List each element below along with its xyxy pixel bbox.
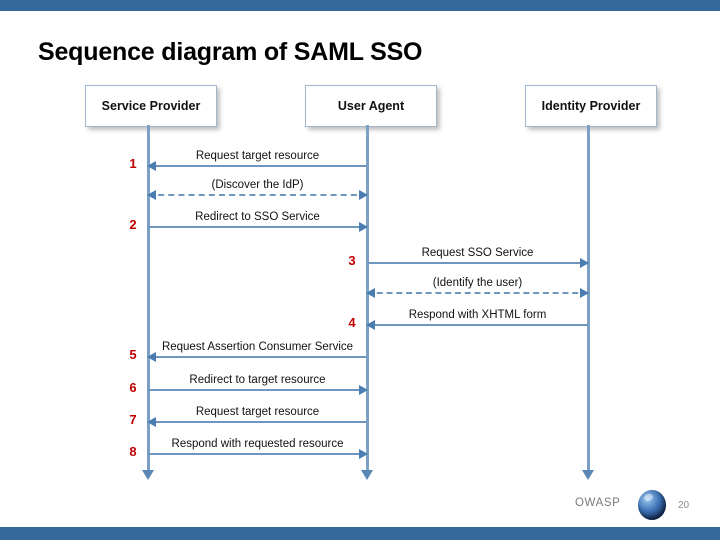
- step-number: 3: [348, 253, 356, 268]
- step-number: 8: [129, 444, 137, 459]
- arrow-left-icon: [147, 161, 156, 171]
- actor-label-service-provider: Service Provider: [101, 99, 201, 113]
- lifeline-identity-provider: [587, 125, 590, 473]
- owasp-brand-text: OWASP: [575, 497, 621, 509]
- arrow-right-icon: [359, 449, 368, 459]
- step-number: 2: [129, 217, 137, 232]
- arrow-left-icon: [147, 417, 156, 427]
- message-row[interactable]: Request target resource: [147, 397, 367, 427]
- message-label: (Identify the user): [432, 277, 523, 289]
- message-row[interactable]: (Discover the IdP): [147, 170, 368, 200]
- actor-label-user-agent: User Agent: [337, 99, 405, 113]
- actor-box-service-provider[interactable]: Service Provider: [85, 85, 217, 127]
- arrow-right-icon: [359, 222, 368, 232]
- page-title: Sequence diagram of SAML SSO: [38, 38, 423, 66]
- message-row[interactable]: Request Assertion Consumer Service: [147, 332, 367, 362]
- message-label: Redirect to target resource: [189, 374, 326, 386]
- message-label: Respond with requested resource: [171, 438, 344, 450]
- lifeline-end-arrow-icon: [582, 470, 594, 480]
- arrow-right-icon: [359, 190, 368, 200]
- owasp-globe-icon: [638, 490, 666, 520]
- lifeline-user-agent: [366, 125, 369, 473]
- message-row[interactable]: Redirect to SSO Service: [148, 202, 368, 232]
- top-accent-bar: [0, 0, 720, 11]
- message-line: [148, 389, 367, 391]
- page-number: 20: [678, 500, 690, 511]
- message-line: [148, 165, 367, 167]
- lifeline-service-provider: [147, 125, 150, 473]
- sequence-diagram: Service Provider User Agent Identity Pro…: [85, 85, 657, 480]
- message-row[interactable]: Request SSO Service: [367, 238, 589, 268]
- lifeline-end-arrow-icon: [361, 470, 373, 480]
- message-line: [148, 356, 367, 358]
- arrow-left-icon: [366, 288, 375, 298]
- message-row[interactable]: Redirect to target resource: [148, 365, 368, 395]
- arrow-left-icon: [366, 320, 375, 330]
- message-line: [367, 324, 588, 326]
- message-line: [367, 262, 588, 264]
- message-label: Request target resource: [195, 150, 320, 162]
- arrow-left-icon: [147, 190, 156, 200]
- actor-box-user-agent[interactable]: User Agent: [305, 85, 437, 127]
- message-label: (Discover the IdP): [211, 179, 304, 191]
- message-label: Request SSO Service: [421, 247, 534, 259]
- message-label: Redirect to SSO Service: [195, 211, 320, 223]
- step-number: 4: [348, 315, 356, 330]
- actor-box-identity-provider[interactable]: Identity Provider: [525, 85, 657, 127]
- arrow-right-icon: [580, 288, 589, 298]
- message-row[interactable]: (Identify the user): [366, 268, 589, 298]
- message-row[interactable]: Respond with XHTML form: [366, 300, 588, 330]
- arrow-right-icon: [359, 385, 368, 395]
- step-number: 5: [129, 347, 137, 362]
- message-line: [148, 194, 367, 196]
- message-line: [367, 292, 588, 294]
- message-line: [148, 453, 367, 455]
- step-number: 1: [129, 156, 137, 171]
- actor-label-identity-provider: Identity Provider: [541, 99, 641, 113]
- message-label: Request Assertion Consumer Service: [161, 341, 354, 353]
- message-row[interactable]: Respond with requested resource: [148, 429, 368, 459]
- step-number: 7: [129, 412, 137, 427]
- arrow-left-icon: [147, 352, 156, 362]
- message-line: [148, 421, 367, 423]
- message-label: Respond with XHTML form: [408, 309, 547, 321]
- message-line: [148, 226, 367, 228]
- step-number: 6: [129, 380, 137, 395]
- arrow-right-icon: [580, 258, 589, 268]
- lifeline-end-arrow-icon: [142, 470, 154, 480]
- bottom-accent-bar: [0, 527, 720, 540]
- message-row[interactable]: Request target resource: [147, 141, 367, 171]
- message-label: Request target resource: [195, 406, 320, 418]
